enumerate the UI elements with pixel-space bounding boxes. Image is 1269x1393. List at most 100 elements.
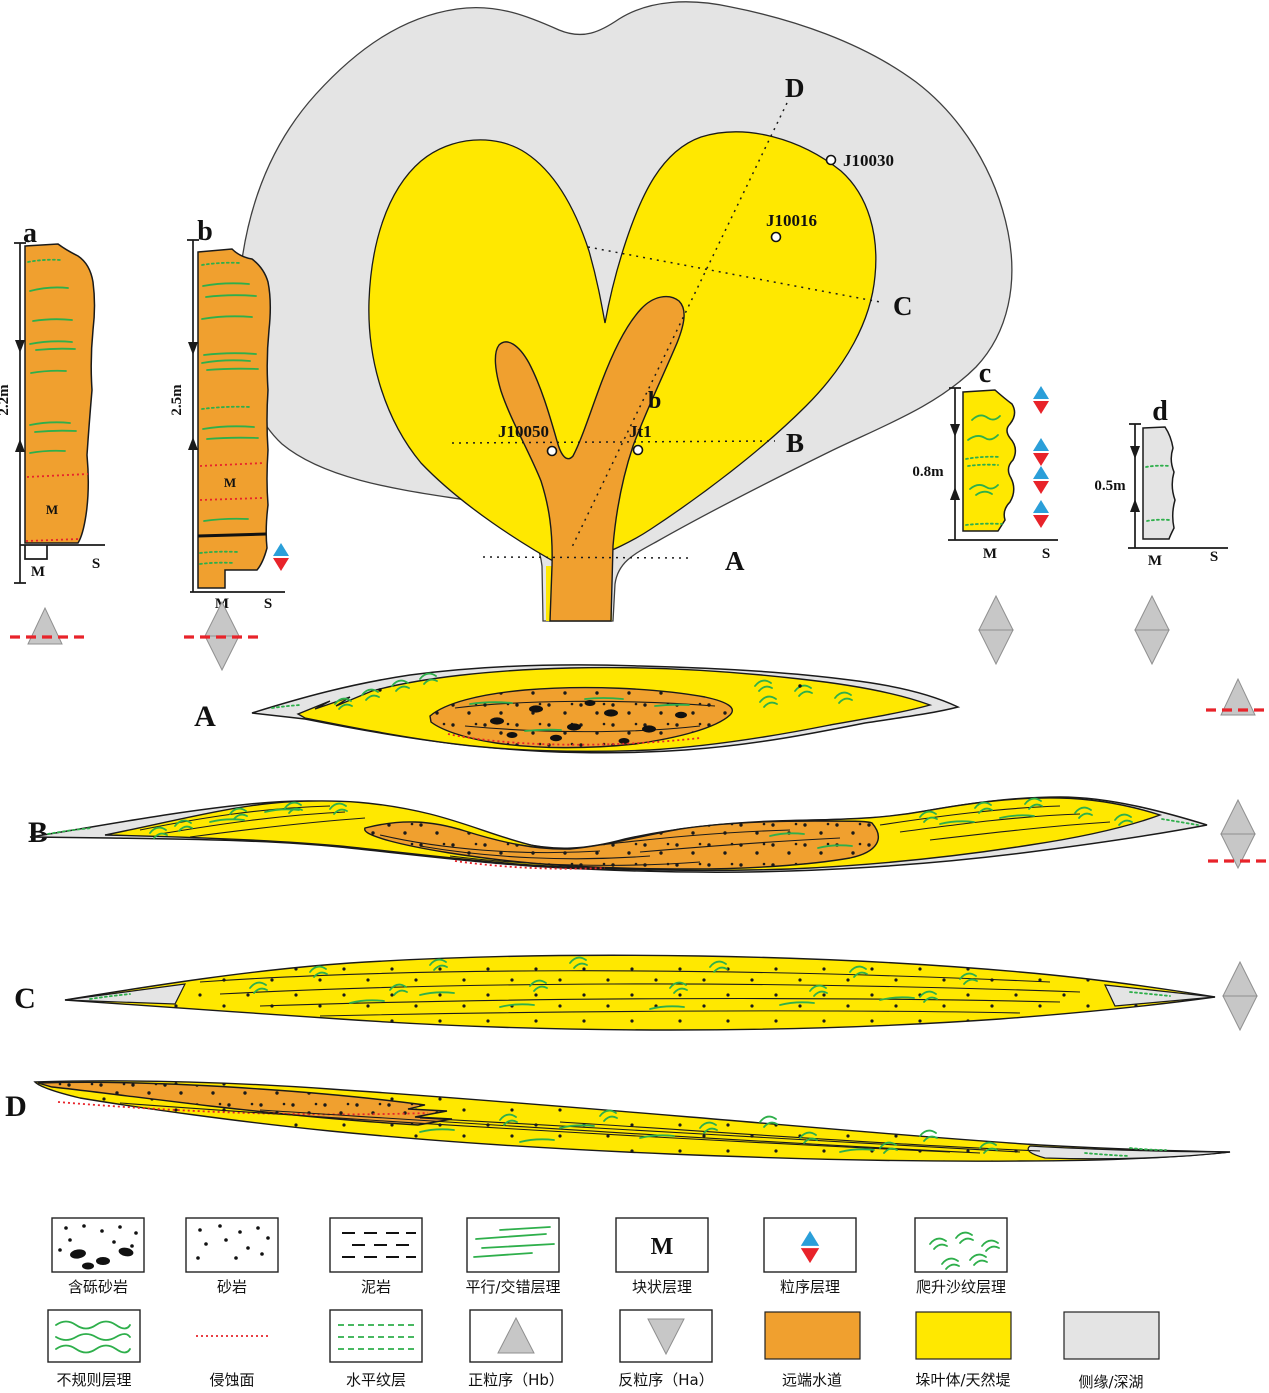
well-label: J10030 — [843, 151, 894, 170]
arrow-down-icon — [188, 342, 198, 355]
scale-bar — [187, 239, 199, 592]
legend-label: 水平纹层 — [346, 1371, 406, 1389]
arrow-down-icon — [15, 340, 25, 353]
column-c: c 0.8m M S — [912, 358, 1058, 665]
mudstone-icon — [342, 1232, 416, 1258]
section-B-structures — [47, 797, 1199, 870]
column-d: d 0.5m M S — [1094, 396, 1228, 665]
axis-label-m: M — [983, 546, 997, 562]
legend-item-massive-bed: M 块状层理 — [615, 1217, 709, 1296]
sandstone-icon — [196, 1224, 270, 1260]
legend-item-mudstone: 泥岩 — [329, 1217, 423, 1296]
well-J10016: J10016 — [766, 211, 817, 243]
legend-label: 正粒序（Hb） — [468, 1371, 564, 1389]
legend-label: 平行/交错层理 — [465, 1278, 560, 1296]
well-Jt1: Jt1 — [629, 422, 652, 456]
legend-item-margin-deep-lake: 侧缘/深湖 — [1063, 1311, 1160, 1391]
well-marker — [546, 445, 558, 457]
legend-item-reverse-grading: 反粒序（Ha） — [618, 1309, 714, 1389]
pebbly-sandstone-icon — [58, 1224, 138, 1270]
parallel-cross-bedding-icon — [473, 1226, 555, 1258]
arrow-up-icon — [1130, 499, 1140, 512]
column-b-facies: M — [224, 475, 236, 490]
arrow-down-icon — [950, 424, 960, 437]
scale-bar — [949, 387, 961, 540]
axis-label-s: S — [264, 596, 272, 612]
cross-section-B: B — [28, 796, 1266, 873]
massive-bedding-icon: M — [651, 1234, 674, 1260]
legend-label: 泥岩 — [361, 1278, 391, 1296]
section-line-C — [587, 246, 881, 303]
distal-channel-region — [494, 295, 685, 622]
map-view: D C B A J10030 J10016 J10050 Jt1 b — [237, 1, 1013, 622]
legend-label: 含砾砂岩 — [68, 1278, 128, 1296]
map-section-label-D: D — [785, 73, 805, 103]
column-c-structures — [965, 414, 1003, 526]
cross-section-D: D — [5, 1080, 1231, 1162]
column-b: b 2.5m M M S — [169, 216, 289, 671]
legend-item-erosion-surface: 侵蚀面 — [196, 1335, 270, 1389]
legend-label: 砂岩 — [217, 1278, 247, 1296]
well-marker — [770, 231, 782, 243]
column-a-body — [24, 243, 96, 544]
legend-item-irregular-bedding: 不规则层理 — [47, 1309, 141, 1389]
legend-item-graded-bedding: 粒序层理 — [763, 1217, 857, 1296]
column-c-scale: 0.8m — [912, 464, 944, 480]
legend-item-sandstone: 砂岩 — [185, 1217, 279, 1296]
map-section-label-B: B — [786, 428, 804, 458]
arrow-up-icon — [950, 487, 960, 500]
well-J10030: J10030 — [825, 151, 894, 170]
arrow-up-icon — [15, 439, 25, 452]
section-A-structures — [271, 672, 853, 746]
section-D-margin-right — [1027, 1145, 1231, 1160]
arrow-down-icon — [1130, 446, 1140, 459]
legend-item-pebbly-sandstone: 含砾砂岩 — [51, 1217, 145, 1296]
legend: 含砾砂岩 砂岩 泥岩 — [47, 1217, 1160, 1391]
lobe-levee-swatch — [915, 1311, 1012, 1360]
legend-item-parallel-cross-bedding: 平行/交错层理 — [465, 1217, 561, 1296]
section-line-B — [451, 440, 776, 444]
section-D-structures — [57, 1101, 1167, 1157]
column-b-label: b — [197, 216, 213, 247]
column-d-body — [1142, 426, 1176, 540]
cross-section-D-label: D — [5, 1090, 27, 1123]
column-b-body — [197, 248, 272, 589]
legend-item-lobe-levee: 垛叶体/天然堤 — [915, 1311, 1012, 1389]
legend-label: 侵蚀面 — [209, 1371, 254, 1389]
cross-section-A: A — [194, 664, 1266, 754]
column-d-scale: 0.5m — [1094, 478, 1126, 494]
axis-label-m: M — [1148, 553, 1162, 569]
legend-item-distal-channel: 远端水道 — [764, 1311, 861, 1389]
cross-section-B-label: B — [28, 816, 48, 849]
legend-item-normal-grading: 正粒序（Hb） — [468, 1309, 564, 1389]
section-line-D — [571, 102, 788, 548]
legend-label: 爬升沙纹层理 — [916, 1278, 1006, 1296]
legend-label: 侧缘/深湖 — [1078, 1373, 1143, 1391]
column-a-structures — [25, 258, 89, 542]
legend-label: 块状层理 — [632, 1278, 692, 1296]
column-d-label: d — [1152, 396, 1168, 427]
column-a: a 2.2m M M S — [0, 218, 105, 645]
axis-label-s: S — [1210, 549, 1218, 565]
axis-label-m: M — [31, 564, 45, 580]
column-b-structures — [197, 261, 267, 565]
section-C-structures — [89, 956, 1171, 1017]
horizontal-lamination-icon — [338, 1324, 414, 1350]
legend-label: 不规则层理 — [56, 1371, 131, 1389]
axis-label-s: S — [92, 556, 100, 572]
well-marker — [632, 444, 644, 456]
cross-section-A-label: A — [194, 700, 216, 733]
cross-section-C: C — [14, 954, 1258, 1031]
section-B-lobe — [104, 797, 1163, 872]
column-a-facies: M — [46, 502, 58, 517]
distal-channel-swatch — [764, 1311, 861, 1360]
column-c-label: c — [979, 358, 991, 389]
legend-label: 反粒序（Ha） — [618, 1371, 713, 1389]
column-b-scale: 2.5m — [169, 384, 185, 416]
well-label: J10016 — [766, 211, 817, 230]
legend-item-horizontal-lamination: 水平纹层 — [329, 1309, 423, 1389]
legend-label: 粒序层理 — [780, 1278, 840, 1296]
legend-label: 垛叶体/天然堤 — [915, 1371, 1010, 1389]
